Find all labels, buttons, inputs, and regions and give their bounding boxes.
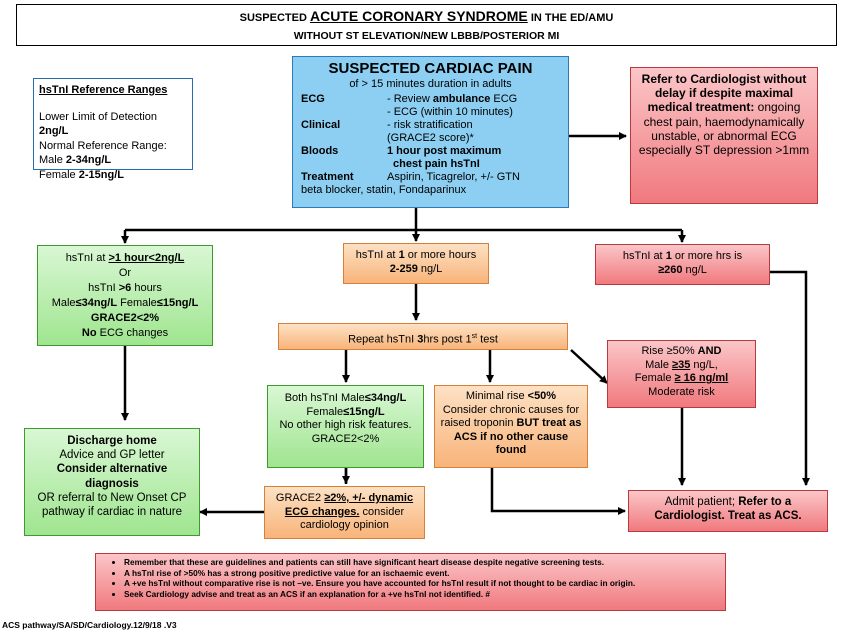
- refer-cardiologist-box: Refer to Cardiologist without delay if d…: [630, 67, 818, 204]
- arrow-high-to-admit: [770, 270, 810, 486]
- arrow-minimal-to-admit: [490, 468, 626, 515]
- minimal-rise-box: Minimal rise <50% Consider chronic cause…: [434, 385, 588, 468]
- admit-patient-box: Admit patient; Refer to a Cardiologist. …: [628, 490, 828, 532]
- reference-ranges-box: hsTnI Reference Ranges Lower Limit of De…: [33, 78, 193, 181]
- both-normal-box: Both hsTnI Male≤34ng/L Female≤15ng/L No …: [267, 385, 424, 468]
- note-item: Seek Cardiology advise and treat as an A…: [124, 589, 721, 600]
- note-item: A hsTnI rise of >50% has a strong positi…: [124, 568, 721, 579]
- repeat-test-box: Repeat hsTnI 3hrs post 1st test: [278, 323, 568, 350]
- notes-box: Remember that these are guidelines and p…: [95, 553, 726, 611]
- high-troponin-box: hsTnI at 1 or more hrs is ≥260 ng/L: [595, 244, 770, 285]
- suspected-cardiac-pain-box: SUSPECTED CARDIAC PAIN of > 15 minutes d…: [292, 56, 569, 208]
- page-title: SUSPECTED ACUTE CORONARY SYNDROME IN THE…: [16, 4, 837, 46]
- low-risk-box: hsTnI at >1 hour<2ng/L Or hsTnI >6 hours…: [37, 245, 213, 346]
- arrow-repeat-to-rise: [570, 349, 608, 384]
- cardiac-pain-table: ECG- Review ambulance ECG - ECG (within …: [301, 92, 520, 183]
- grace-dynamic-box: GRACE2 ≥2%, +/- dynamic ECG changes. con…: [264, 486, 425, 539]
- mid-troponin-box: hsTnI at 1 or more hours 2-259 ng/L: [343, 243, 489, 284]
- note-item: A +ve hsTnI without comparative rise is …: [124, 578, 721, 589]
- footer-reference: ACS pathway/SA/SD/Cardiology.12/9/18 .V3: [2, 620, 177, 630]
- note-item: Remember that these are guidelines and p…: [124, 557, 721, 568]
- discharge-home-box: Discharge home Advice and GP letter Cons…: [24, 428, 200, 536]
- rise-moderate-risk-box: Rise ≥50% AND Male ≥35 ng/L, Female ≥ 16…: [607, 340, 756, 408]
- notes-list: Remember that these are guidelines and p…: [100, 557, 721, 599]
